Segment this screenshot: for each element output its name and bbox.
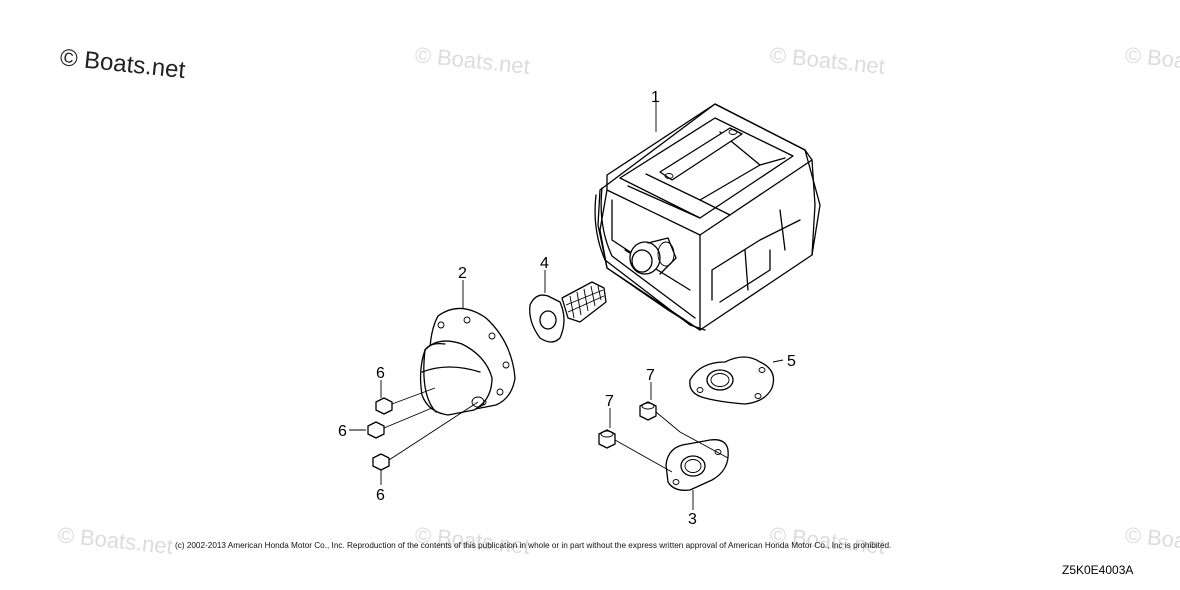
muffler-drawing [594,103,821,331]
callout-2: 2 [458,265,467,282]
callout-4: 4 [540,255,549,272]
callout-7-lower: 7 [605,393,614,410]
callout-5: 5 [787,353,796,370]
nut-7-lower-drawing [598,429,616,449]
callout-3: 3 [688,511,697,528]
spark-arrester-drawing [529,281,607,343]
nut-7-upper-drawing [639,401,657,421]
gasket-3-drawing [665,439,729,491]
copyright-notice: (c) 2002-2013 American Honda Motor Co., … [175,541,892,550]
callout-6-bottom: 6 [376,487,385,504]
diagram-code: Z5K0E4003A [1062,563,1134,577]
callout-7-upper: 7 [646,367,655,384]
callout-1: 1 [651,89,660,106]
gasket-5-drawing [689,356,775,405]
muffler-cover-drawing [419,307,516,416]
bolt-6-top-drawing [375,397,393,415]
assembly-lines [349,100,784,510]
callout-6-top: 6 [376,365,385,382]
callout-6-middle: 6 [338,423,347,440]
bolt-6-middle-drawing [367,421,385,439]
bolt-6-bottom-drawing [372,453,390,471]
